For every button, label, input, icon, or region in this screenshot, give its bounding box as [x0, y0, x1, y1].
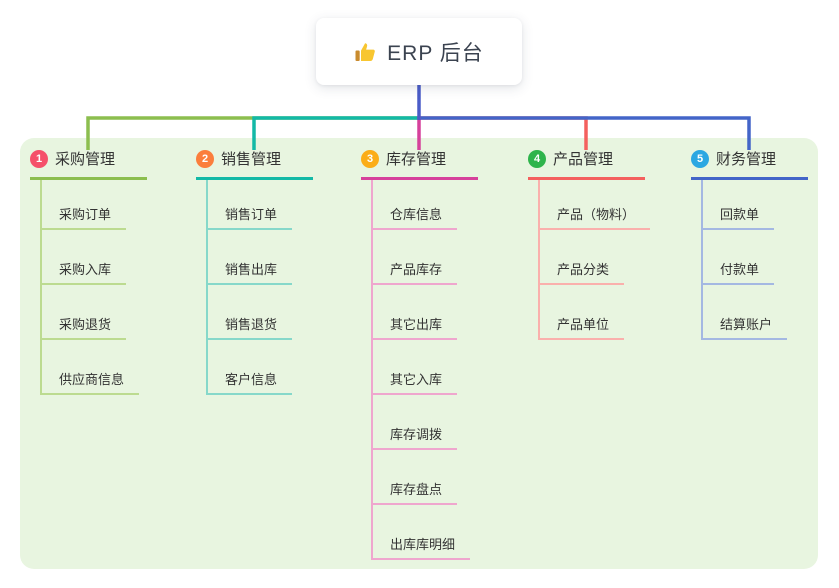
child-node[interactable]: 结算账户: [703, 285, 788, 340]
child-node[interactable]: 产品（物料）: [540, 180, 651, 230]
child-node[interactable]: 其它出库: [373, 285, 458, 340]
mindmap-branch-2: 2 销售管理 销售订单销售出库销售退货客户信息: [196, 148, 313, 395]
mindmap-branch-4: 4 产品管理 产品（物料）产品分类产品单位: [528, 148, 651, 340]
child-node[interactable]: 其它入库: [373, 340, 458, 395]
branch-title[interactable]: 3 库存管理: [361, 148, 478, 180]
branch-title[interactable]: 5 财务管理: [691, 148, 808, 180]
branch-children-group: 回款单付款单结算账户: [701, 180, 788, 340]
child-node[interactable]: 产品单位: [540, 285, 625, 340]
branches-panel: [20, 138, 818, 569]
child-node[interactable]: 库存盘点: [373, 450, 458, 505]
branch-number-badge: 5: [691, 149, 709, 168]
branch-number-badge: 3: [361, 149, 379, 168]
branch-title-label: 财务管理: [716, 151, 777, 168]
child-node[interactable]: 采购退货: [42, 285, 127, 340]
child-node[interactable]: 销售出库: [208, 230, 293, 285]
mindmap-branch-3: 3 库存管理 仓库信息产品库存其它出库其它入库库存调拨库存盘点出库库明细: [361, 148, 478, 560]
child-node[interactable]: 销售退货: [208, 285, 293, 340]
child-node[interactable]: 采购订单: [42, 180, 127, 230]
branch-number-badge: 2: [196, 149, 214, 168]
mindmap-branch-1: 1 采购管理 采购订单采购入库采购退货供应商信息: [30, 148, 147, 395]
branch-title-label: 产品管理: [553, 151, 614, 168]
mindmap-branch-5: 5 财务管理 回款单付款单结算账户: [691, 148, 808, 340]
root-node-title: ERP 后台: [387, 41, 484, 65]
thumbs-up-icon: [354, 40, 378, 64]
branch-title-label: 采购管理: [55, 151, 116, 168]
child-node[interactable]: 产品分类: [540, 230, 625, 285]
branch-number-badge: 4: [528, 149, 546, 168]
branch-title[interactable]: 4 产品管理: [528, 148, 645, 180]
child-node[interactable]: 库存调拨: [373, 395, 458, 450]
branch-title-label: 库存管理: [386, 151, 447, 168]
child-node[interactable]: 销售订单: [208, 180, 293, 230]
root-node-erp-backend[interactable]: ERP 后台: [316, 18, 522, 85]
child-node[interactable]: 仓库信息: [373, 180, 458, 230]
branch-children-group: 销售订单销售出库销售退货客户信息: [206, 180, 293, 395]
child-node[interactable]: 采购入库: [42, 230, 127, 285]
branch-number-badge: 1: [30, 149, 48, 168]
branch-children-group: 产品（物料）产品分类产品单位: [538, 180, 651, 340]
child-node[interactable]: 回款单: [703, 180, 775, 230]
branch-title-label: 销售管理: [221, 151, 282, 168]
branch-children-group: 采购订单采购入库采购退货供应商信息: [40, 180, 140, 395]
child-node[interactable]: 付款单: [703, 230, 775, 285]
branch-title[interactable]: 1 采购管理: [30, 148, 147, 180]
child-node[interactable]: 供应商信息: [42, 340, 140, 395]
child-node[interactable]: 产品库存: [373, 230, 458, 285]
child-node[interactable]: 客户信息: [208, 340, 293, 395]
branch-title[interactable]: 2 销售管理: [196, 148, 313, 180]
child-node[interactable]: 出库库明细: [373, 505, 471, 560]
branch-children-group: 仓库信息产品库存其它出库其它入库库存调拨库存盘点出库库明细: [371, 180, 471, 560]
